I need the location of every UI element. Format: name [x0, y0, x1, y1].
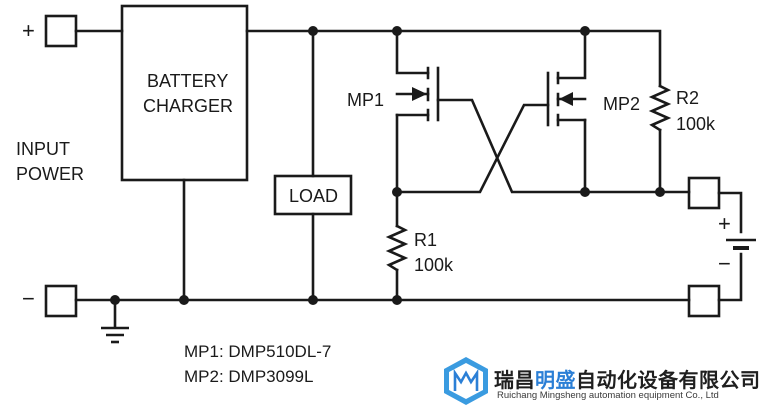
- watermark-cn-b: 明盛: [535, 370, 576, 392]
- watermark-cn-a: 瑞昌: [494, 370, 535, 392]
- mp2-source-lead: [556, 29, 587, 80]
- ground-icon: [101, 300, 129, 344]
- wire-top-rail: [245, 29, 662, 88]
- r1-value: 100k: [414, 255, 454, 275]
- wire-r2-battery: [658, 128, 691, 194]
- watermark-cn-c: 自动化设备有限公司: [576, 370, 761, 392]
- charger-label-line2: CHARGER: [143, 96, 234, 116]
- watermark-english-name: Ruichang Mingsheng automation equipment …: [497, 390, 719, 401]
- junction-dot: [392, 295, 402, 305]
- input-plus-sign: +: [22, 18, 35, 43]
- battery-charger-block: [120, 4, 249, 182]
- mp2-arrow-icon: [559, 92, 573, 106]
- input-power-label-line1: INPUT: [16, 139, 70, 159]
- input-minus-terminal: [44, 284, 78, 318]
- battery-plus-sign: +: [718, 211, 731, 236]
- r1-name: R1: [414, 230, 438, 250]
- part-mp2-label: MP2: DMP3099L: [184, 367, 314, 386]
- junction-dot: [308, 26, 318, 36]
- junction-dot: [580, 187, 590, 197]
- charger-label-line1: BATTERY: [147, 71, 229, 91]
- mp1-source-lead: [395, 29, 430, 75]
- mp1-arrow-icon: [412, 87, 427, 101]
- junction-dot: [580, 26, 590, 36]
- battery-minus-terminal: [687, 284, 721, 318]
- input-plus-terminal: [44, 14, 78, 48]
- company-logo-icon: [444, 357, 488, 405]
- r2-resistor: [648, 84, 672, 132]
- input-power-label-line2: POWER: [16, 164, 85, 184]
- watermark-company-name: 瑞昌明盛自动化设备有限公司: [494, 364, 761, 393]
- part-mp1-label: MP1: DMP510DL-7: [184, 342, 332, 361]
- r2-name: R2: [676, 88, 700, 108]
- mp2-label: MP2: [603, 94, 641, 114]
- junction-dot: [392, 187, 402, 197]
- battery-minus-sign: −: [718, 251, 731, 276]
- junction-dot: [655, 187, 665, 197]
- wire-battery-plus: [717, 191, 743, 234]
- junction-dot: [308, 295, 318, 305]
- wire-mp2-gate: [395, 103, 550, 194]
- load-label: LOAD: [289, 186, 339, 206]
- wire-battery-minus: [717, 252, 743, 302]
- r2-value: 100k: [676, 114, 716, 134]
- battery-plus-terminal: [687, 176, 721, 210]
- junction-dot: [179, 295, 189, 305]
- input-minus-sign: −: [22, 286, 35, 311]
- mp1-label: MP1: [347, 90, 385, 110]
- junction-dot: [392, 26, 402, 36]
- r1-resistor: [385, 224, 409, 272]
